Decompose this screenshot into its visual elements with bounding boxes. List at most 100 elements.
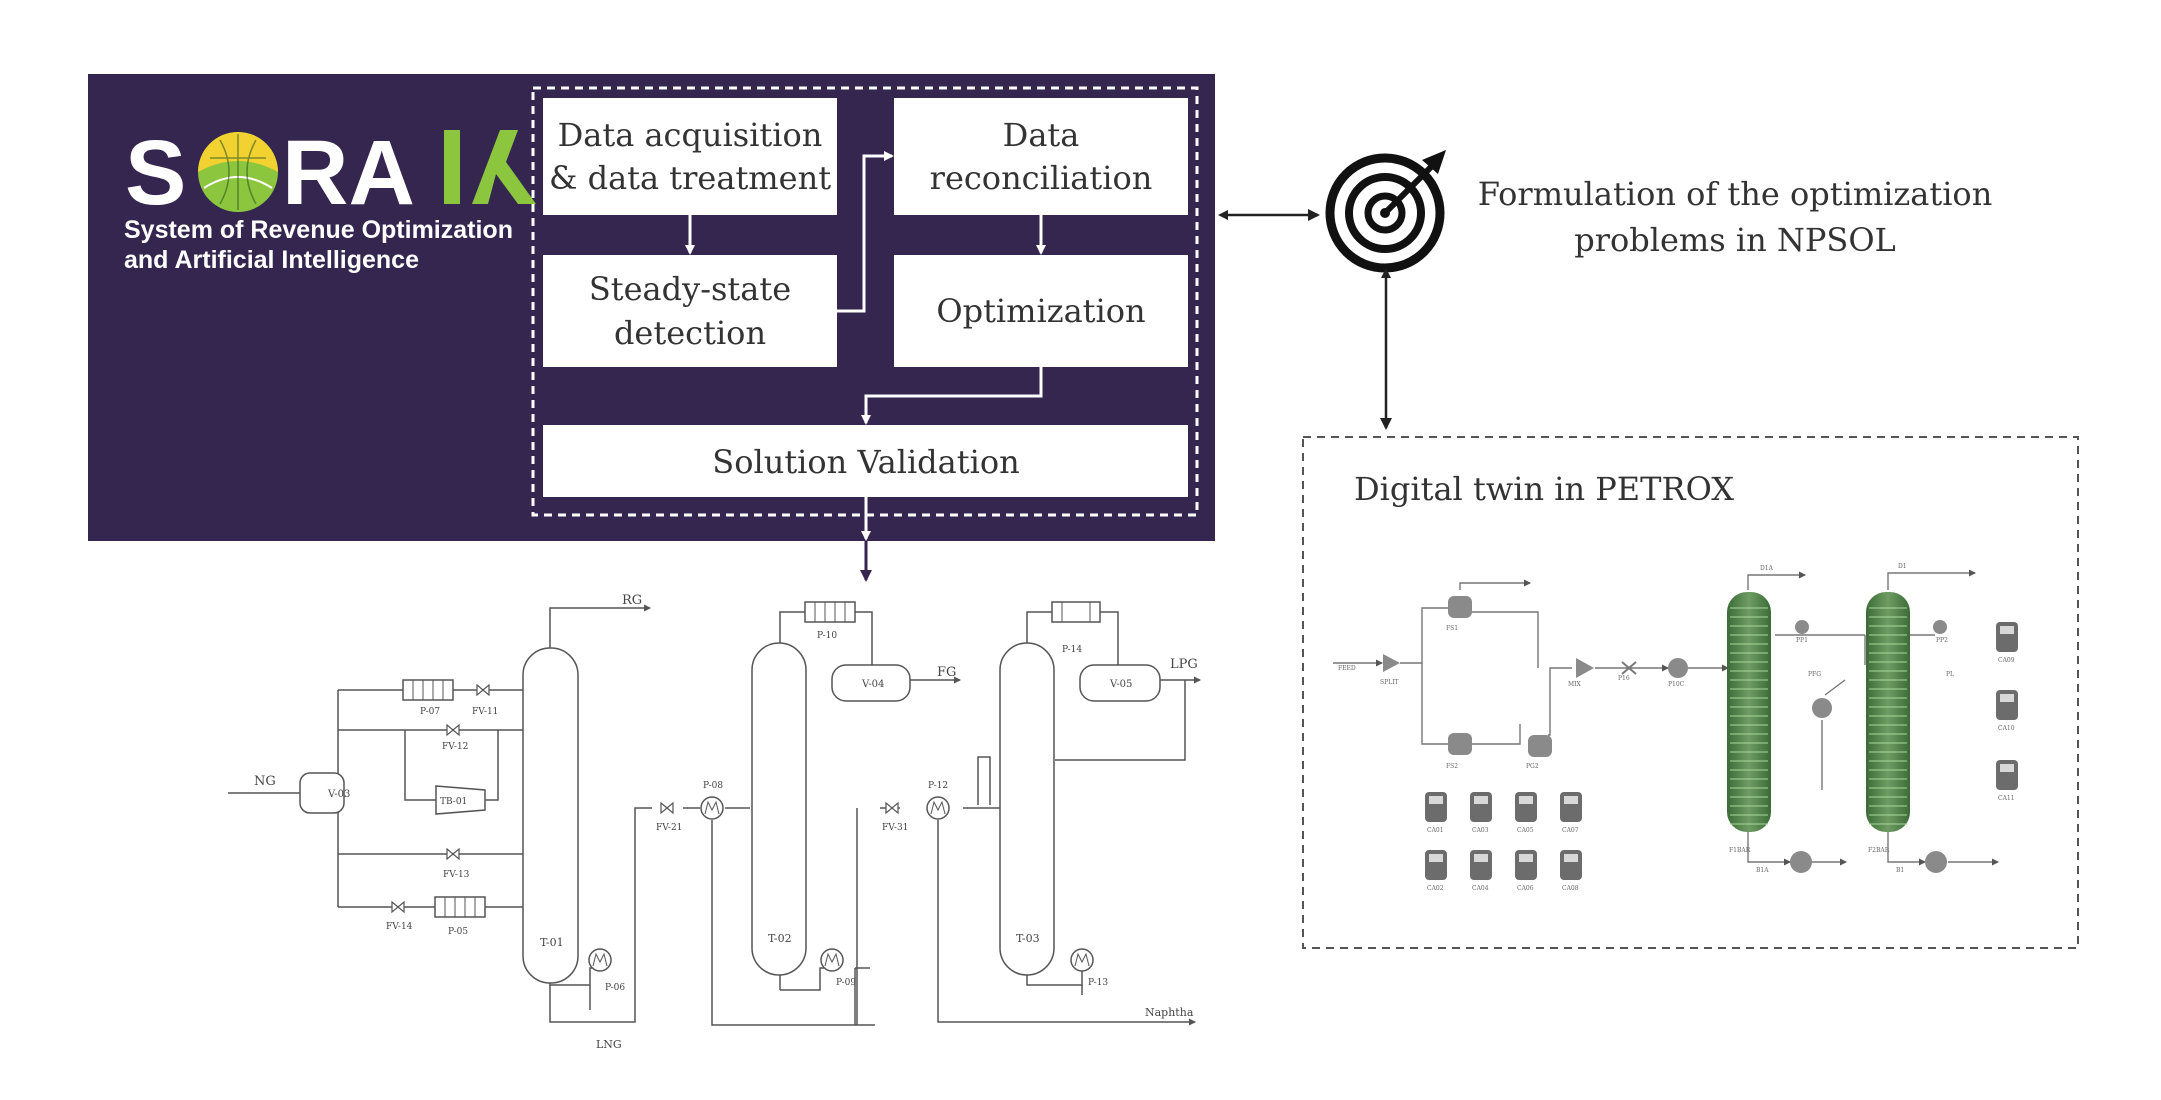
exchanger-p10	[804, 601, 856, 623]
label-fv12: FV-12	[442, 742, 468, 752]
svg-text:& data treatment: & data treatment	[549, 159, 831, 197]
controller-label: CA04	[1472, 885, 1489, 892]
reboiler-p13	[1070, 948, 1094, 972]
twin-flash-drum-1-icon	[1448, 596, 1472, 618]
column-t01	[522, 647, 579, 984]
formulation-line1: Formulation of the optimization	[1478, 175, 1993, 213]
twin-column-2-accumulator-icon	[1933, 620, 1947, 634]
logo-tagline-line1: System of Revenue Optimization	[124, 216, 513, 244]
label-p09: P-09	[836, 978, 856, 988]
twin-frame	[1302, 436, 2079, 949]
valve-fv12	[446, 723, 460, 737]
twin-valve-icon	[1621, 661, 1637, 675]
controller-label: CA02	[1427, 885, 1444, 892]
controller-label: CA03	[1472, 827, 1489, 834]
controller-icon	[1515, 792, 1537, 822]
workflow-arrows	[685, 151, 1046, 541]
controller-label: CA05	[1517, 827, 1534, 834]
logo-letters-s: S	[125, 122, 186, 224]
twin-label: PP2	[1936, 637, 1948, 644]
twin-label: PFG	[1808, 671, 1821, 678]
logo-letter-a	[472, 130, 536, 204]
controller-icon	[1470, 792, 1492, 822]
label-p07: P-07	[420, 707, 440, 717]
svg-text:Steady-state: Steady-state	[589, 270, 791, 308]
twin-bottom-pump-2-icon	[1925, 851, 1947, 873]
twin-label: P10C	[1668, 681, 1685, 688]
pfd-labels: RG NG FG LPG LNG Naphtha V-03 V-04 V-05 …	[254, 593, 1198, 1051]
logo-letters-ra: RA	[282, 122, 415, 224]
stream-label-naphtha: Naphtha	[1145, 1006, 1194, 1019]
twin-label: F1BAR	[1729, 847, 1751, 854]
label-p13: P-13	[1088, 978, 1108, 988]
controller-icon	[1425, 792, 1447, 822]
controller-icon	[1515, 850, 1537, 880]
soraia-logo: S RA System of Revenue Optimization and …	[124, 122, 536, 274]
twin-mixer-icon	[1576, 658, 1594, 678]
controller-icon	[1996, 622, 2018, 652]
target-icon	[1325, 150, 1446, 273]
column-t03	[999, 642, 1055, 976]
label-fv13: FV-13	[443, 870, 470, 880]
controller-icon	[1996, 690, 2018, 720]
label-p06: P-06	[605, 983, 625, 993]
label-t02: T-02	[768, 932, 792, 945]
controller-icon	[1470, 850, 1492, 880]
box-solution-validation: Solution Validation	[543, 425, 1188, 497]
twin-label: FS2	[1446, 763, 1458, 770]
box-data-reconciliation: Data reconciliation	[894, 98, 1188, 215]
label-t01: T-01	[540, 936, 564, 949]
twin-label: F2BAR	[1868, 847, 1890, 854]
label-fv11: FV-11	[472, 707, 498, 717]
svg-text:detection: detection	[614, 314, 766, 352]
logo-tagline-line2: and Artificial Intelligence	[124, 246, 419, 274]
svg-text:Data acquisition: Data acquisition	[558, 116, 823, 154]
logo-globe-icon	[198, 132, 278, 212]
label-p14: P-14	[1062, 645, 1082, 655]
twin-title: Digital twin in PETROX	[1354, 470, 1734, 508]
svg-text:Optimization: Optimization	[936, 292, 1145, 330]
twin-column-trays	[1730, 607, 1907, 825]
label-t03: T-03	[1016, 932, 1040, 945]
label-p05: P-05	[448, 927, 468, 937]
label-p12: P-12	[928, 781, 948, 791]
twin-label: FEED	[1338, 665, 1356, 672]
twin-flash-drum-3-icon	[1528, 735, 1552, 757]
pfd-vessels	[299, 642, 1161, 984]
twin-heat-exchanger-icon	[1812, 698, 1832, 718]
controller-label: CA07	[1562, 827, 1579, 834]
label-tb01: TB-01	[440, 797, 467, 807]
twin-column-2-icon	[1866, 592, 1910, 832]
twin-label: P16	[1618, 675, 1630, 682]
stream-label-lng: LNG	[596, 1038, 622, 1051]
controller-label: CA06	[1517, 885, 1534, 892]
twin-column-1-icon	[1727, 592, 1771, 832]
pfd-exchanger-hatch	[412, 602, 1091, 967]
twin-flash-drum-2-icon	[1448, 733, 1472, 755]
formulation-line2: problems in NPSOL	[1574, 221, 1896, 259]
exchanger-p14	[1051, 601, 1101, 623]
exchanger-p08	[700, 796, 724, 820]
twin-splitter-icon	[1383, 654, 1400, 672]
svg-text:Solution Validation: Solution Validation	[712, 443, 1019, 481]
twin-label: SPLIT	[1380, 679, 1399, 686]
box-steady-state-detection: Steady-state detection	[543, 255, 837, 367]
reboiler-p09	[820, 948, 844, 972]
twin-equipment	[1383, 592, 2018, 880]
label-p10: P-10	[817, 631, 837, 641]
valve-fv13	[446, 847, 460, 861]
controller-icon	[1996, 760, 2018, 790]
soraia-panel: S RA System of Revenue Optimization and …	[88, 74, 1215, 541]
box-data-acquisition: Data acquisition & data treatment	[543, 98, 837, 215]
twin-label: MIX	[1568, 681, 1582, 688]
reboiler-p06	[588, 948, 612, 972]
svg-text:Data: Data	[1003, 116, 1080, 154]
pfd-exchangers	[402, 601, 1101, 972]
turboexpander-tb01	[435, 785, 486, 815]
stream-label-ng: NG	[254, 774, 276, 789]
controller-label: CA11	[1998, 795, 2015, 802]
stream-label-fg: FG	[937, 665, 956, 680]
vessel-v04	[831, 664, 911, 702]
